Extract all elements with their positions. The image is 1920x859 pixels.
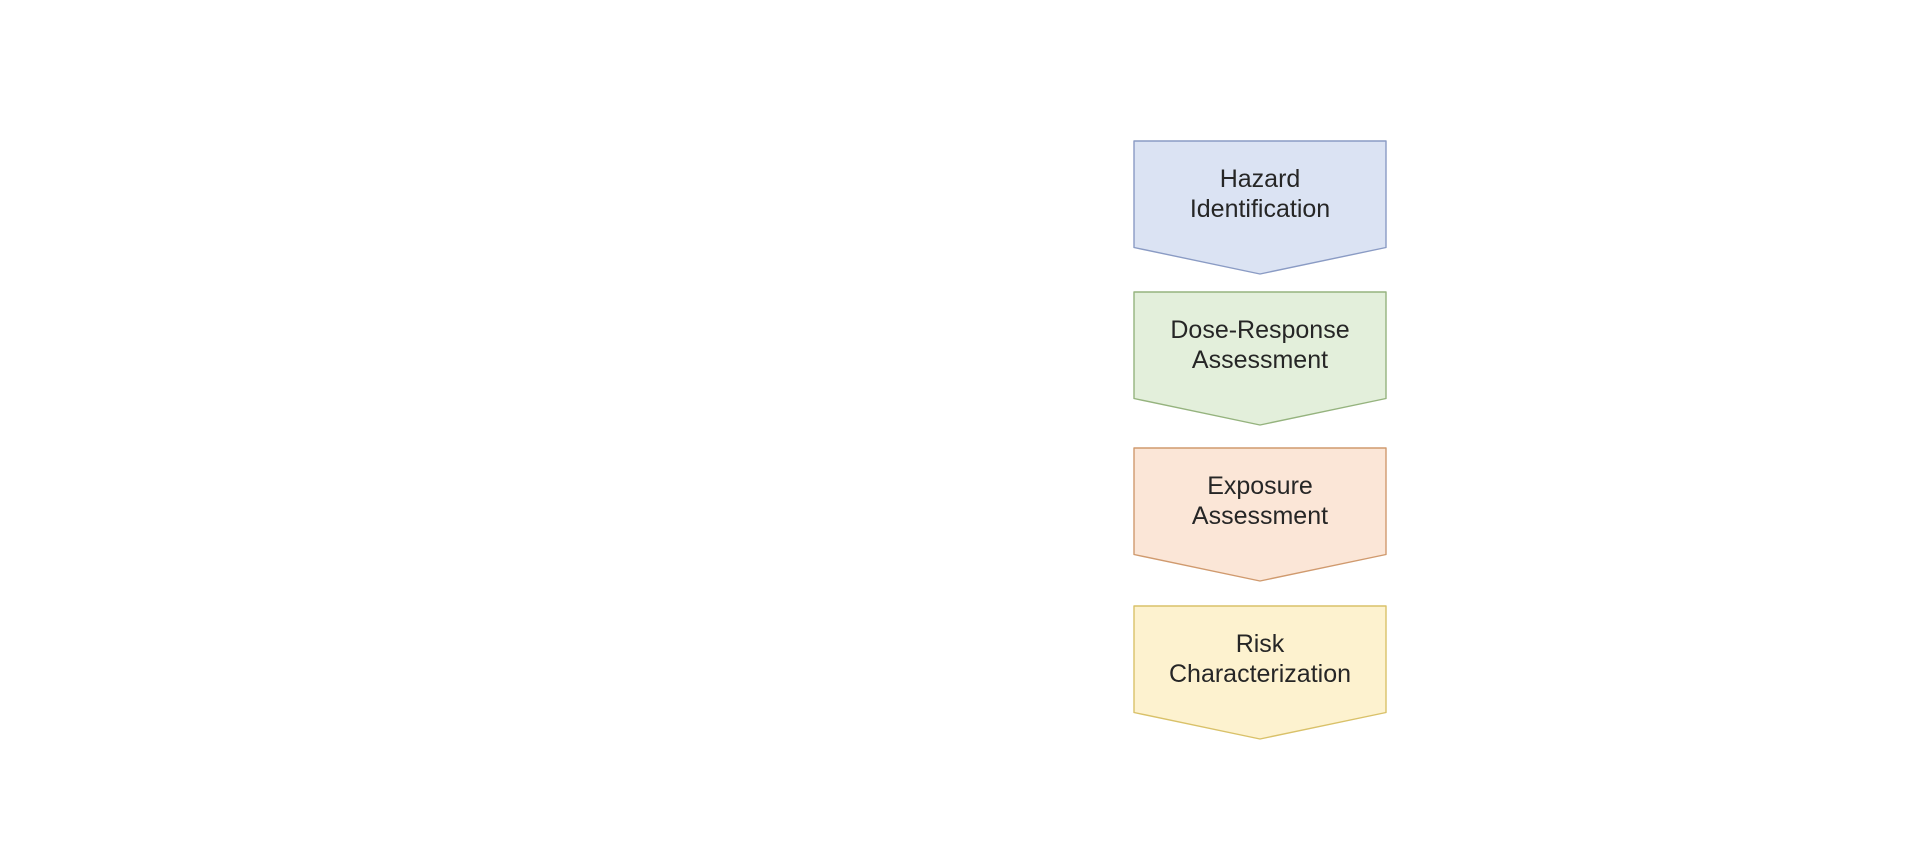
chevron-down-shape-outline xyxy=(1133,447,1387,582)
step-label-line: Hazard xyxy=(1219,165,1301,193)
step-label-line: Assessment xyxy=(1191,502,1329,530)
step-label-line: Exposure xyxy=(1207,472,1313,500)
step-label-line: Assessment xyxy=(1191,346,1329,374)
step-label-line: Dose-Response xyxy=(1170,316,1350,344)
step-label-line: Characterization xyxy=(1168,660,1352,688)
flow-step-exposure-assessment: Exposure Assessment xyxy=(1133,447,1387,582)
risk-assessment-flow-diagram: Hazard Identification Dose-Response Asse… xyxy=(1133,140,1387,745)
chevron-down-shape-outline xyxy=(1133,605,1387,740)
step-label-line: Identification xyxy=(1189,195,1331,223)
chevron-down-shape xyxy=(1133,140,1387,275)
chevron-down-shape-outline xyxy=(1133,291,1387,426)
chevron-down-shape xyxy=(1133,291,1387,426)
chevron-down-shape xyxy=(1133,447,1387,582)
flow-step-dose-response-assessment: Dose-Response Assessment xyxy=(1133,291,1387,426)
step-label: Exposure Assessment xyxy=(1133,447,1387,555)
flow-step-hazard-identification: Hazard Identification xyxy=(1133,140,1387,275)
step-label: Risk Characterization xyxy=(1133,605,1387,713)
step-label-line: Risk xyxy=(1235,630,1285,658)
step-label: Dose-Response Assessment xyxy=(1133,291,1387,399)
step-label: Hazard Identification xyxy=(1133,140,1387,248)
chevron-down-shape xyxy=(1133,605,1387,740)
chevron-down-shape-outline xyxy=(1133,140,1387,275)
flow-step-risk-characterization: Risk Characterization xyxy=(1133,605,1387,740)
